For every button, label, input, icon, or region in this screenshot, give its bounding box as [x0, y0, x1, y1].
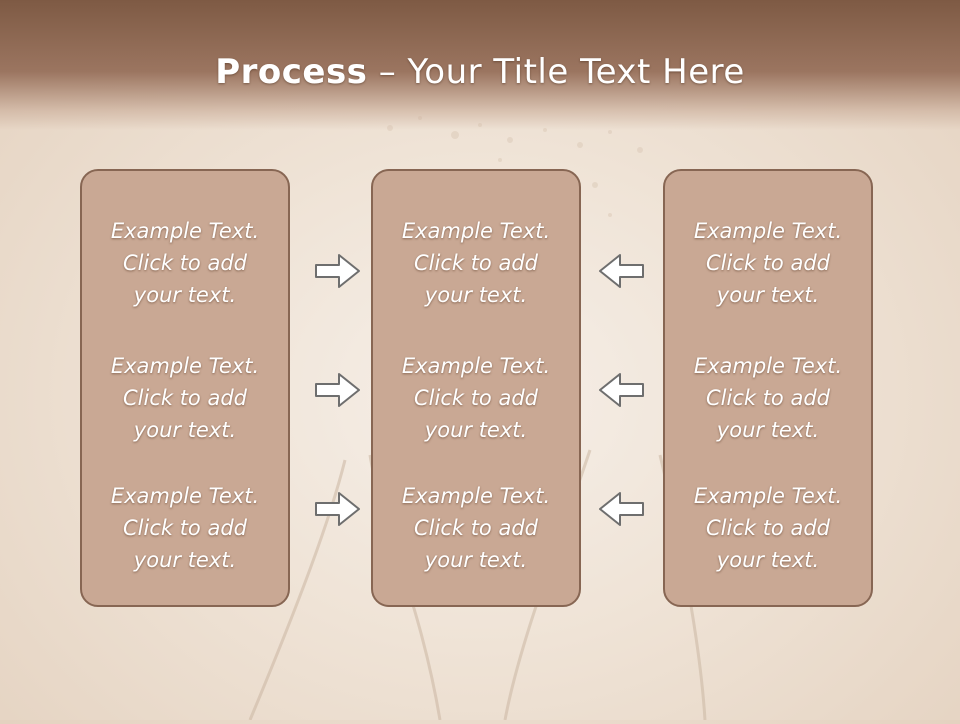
process-panel-right[interactable]: Example Text. Click to add your text. Ex… [663, 169, 873, 607]
text-line: Click to add [705, 516, 830, 540]
panel-text-block[interactable]: Example Text. Click to add your text. [373, 215, 579, 311]
text-line: your text. [716, 283, 820, 307]
text-line: Click to add [122, 516, 247, 540]
panel-text-block[interactable]: Example Text. Click to add your text. [373, 350, 579, 446]
text-line: your text. [424, 283, 528, 307]
slide-title[interactable]: Process – Your Title Text Here [0, 52, 960, 92]
arrow-right-icon [315, 492, 360, 526]
title-bold: Process [215, 52, 368, 92]
text-line: Example Text. [693, 484, 843, 508]
panel-text-block[interactable]: Example Text. Click to add your text. [665, 215, 871, 311]
panel-text-block[interactable]: Example Text. Click to add your text. [665, 350, 871, 446]
text-line: Example Text. [401, 219, 551, 243]
text-line: Click to add [122, 386, 247, 410]
text-line: Click to add [413, 386, 538, 410]
text-line: your text. [716, 548, 820, 572]
title-bar [0, 0, 960, 130]
text-line: your text. [424, 548, 528, 572]
text-line: Click to add [413, 516, 538, 540]
arrow-left-icon [599, 492, 644, 526]
text-line: Example Text. [693, 219, 843, 243]
panel-text-block[interactable]: Example Text. Click to add your text. [373, 480, 579, 576]
panel-text-block[interactable]: Example Text. Click to add your text. [82, 350, 288, 446]
arrow-left-icon [599, 373, 644, 407]
panel-text-block[interactable]: Example Text. Click to add your text. [82, 215, 288, 311]
text-line: your text. [424, 418, 528, 442]
title-rest: – Your Title Text Here [367, 52, 745, 92]
text-line: Example Text. [401, 484, 551, 508]
text-line: Example Text. [110, 354, 260, 378]
text-line: Example Text. [693, 354, 843, 378]
text-line: your text. [133, 283, 237, 307]
arrow-right-icon [315, 254, 360, 288]
text-line: Example Text. [110, 219, 260, 243]
panel-text-block[interactable]: Example Text. Click to add your text. [665, 480, 871, 576]
arrow-left-icon [599, 254, 644, 288]
process-panel-left[interactable]: Example Text. Click to add your text. Ex… [80, 169, 290, 607]
text-line: Example Text. [110, 484, 260, 508]
arrow-right-icon [315, 373, 360, 407]
text-line: your text. [133, 548, 237, 572]
text-line: Click to add [413, 251, 538, 275]
text-line: Example Text. [401, 354, 551, 378]
text-line: Click to add [122, 251, 247, 275]
text-line: your text. [716, 418, 820, 442]
text-line: Click to add [705, 251, 830, 275]
process-panel-center[interactable]: Example Text. Click to add your text. Ex… [371, 169, 581, 607]
text-line: Click to add [705, 386, 830, 410]
panel-text-block[interactable]: Example Text. Click to add your text. [82, 480, 288, 576]
text-line: your text. [133, 418, 237, 442]
